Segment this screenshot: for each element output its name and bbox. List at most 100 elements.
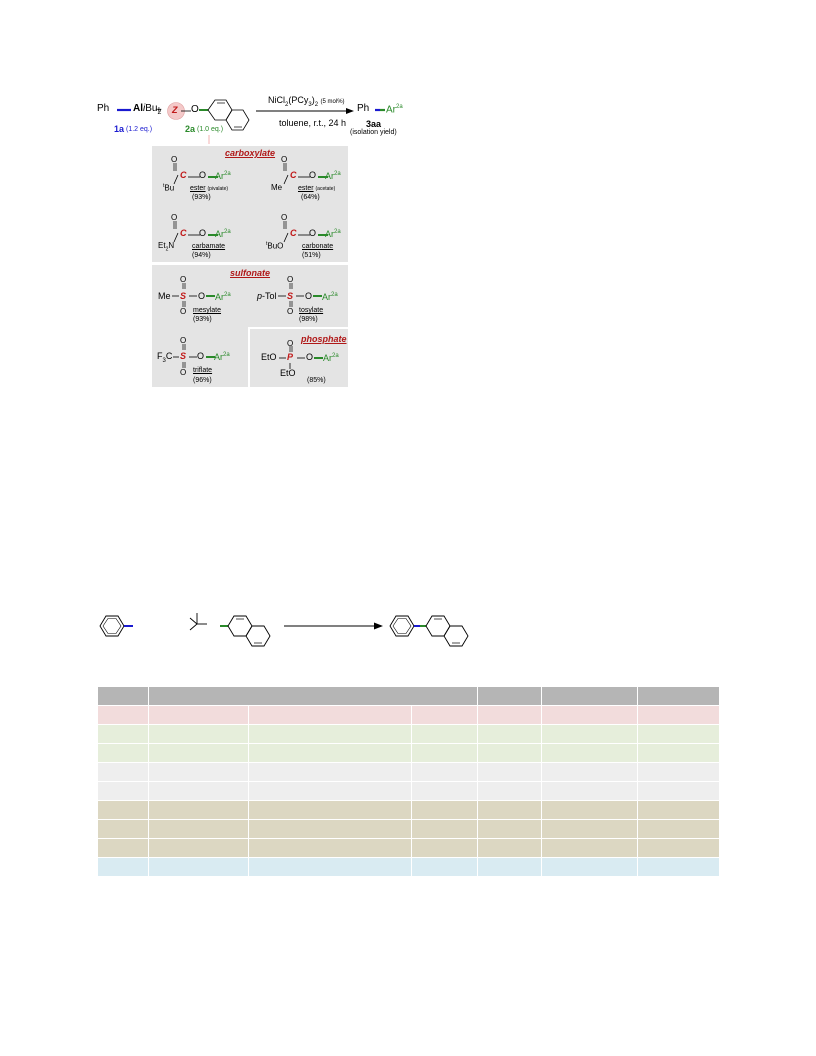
section-phosphate: phosphate <box>301 334 347 344</box>
table-cell <box>410 838 479 858</box>
table-cell <box>477 724 543 744</box>
entry-yield: (93%) <box>192 194 211 201</box>
table-row <box>97 743 721 763</box>
substituent: EtO <box>261 352 277 362</box>
bonds <box>173 356 215 358</box>
ar-group: Ar2a <box>215 171 231 181</box>
bonds <box>283 174 328 185</box>
ether-oxygen: O <box>309 228 317 238</box>
table-cell <box>541 857 639 877</box>
section-sulfonate: sulfonate <box>230 268 271 278</box>
top-oxygen: O <box>287 339 294 348</box>
table-cell <box>97 819 149 839</box>
entry-name: ester (pivalate) <box>190 185 229 192</box>
carboxylate-panel <box>152 146 348 262</box>
table-cell <box>148 838 249 858</box>
table-cell <box>541 819 639 839</box>
table-row <box>97 838 721 858</box>
double-bond <box>289 301 293 307</box>
top-oxygen: O <box>180 275 187 284</box>
reaction-arrow-icon-2 <box>284 622 383 630</box>
carbon-atom: C <box>290 170 297 180</box>
product-ar: Ar2a <box>386 104 403 116</box>
table-row <box>97 781 721 801</box>
table-cell <box>541 705 639 725</box>
entry-yield: (85%) <box>307 377 326 384</box>
substituent: Me <box>271 183 283 192</box>
entry-name: tosylate <box>299 307 324 314</box>
table-cell <box>97 743 149 763</box>
table-cell <box>148 724 249 744</box>
sulfur-atom: S <box>180 291 187 301</box>
table-cell <box>477 743 543 763</box>
double-bond <box>173 163 177 171</box>
table-cell <box>97 724 149 744</box>
entry-name: mesylate <box>193 307 222 314</box>
table-row <box>97 800 721 820</box>
substituent: F3C <box>157 351 173 364</box>
carbonyl-oxygen: O <box>281 213 288 222</box>
connector-line <box>208 135 210 144</box>
entry-yield: (96%) <box>193 377 212 384</box>
bottom-oxygen: O <box>287 307 294 316</box>
table-cell <box>97 857 149 877</box>
ar-group: Ar2a <box>325 171 341 181</box>
double-bond <box>283 163 287 171</box>
bottom-oxygen: O <box>180 307 187 316</box>
table-cell <box>97 838 149 858</box>
table-row <box>97 724 721 744</box>
table-cell <box>637 838 721 858</box>
substituent: Et2N <box>158 241 175 253</box>
table-cell <box>248 838 412 858</box>
table-cell <box>148 800 249 820</box>
table-cell <box>148 743 249 763</box>
table-cell <box>541 838 639 858</box>
table-cell <box>248 724 412 744</box>
substituent: tBuO <box>266 241 284 251</box>
table-cell <box>541 781 639 801</box>
double-bond <box>182 362 186 368</box>
ar-group: Ar2a <box>322 292 338 302</box>
table-cell <box>637 819 721 839</box>
ar-group: Ar2a <box>214 352 230 362</box>
carbon-atom: C <box>180 170 187 180</box>
table-cell <box>477 819 543 839</box>
ether-oxygen: O <box>191 104 199 115</box>
reaction-arrow-icon <box>256 108 354 114</box>
product-note: (isolation yield) <box>350 129 397 136</box>
entry-yield: (64%) <box>301 194 320 201</box>
table-cell <box>148 762 249 782</box>
conditions-line2: toluene, r.t., 24 h <box>279 118 347 128</box>
table-cell <box>97 705 149 725</box>
table-cell <box>147 686 479 706</box>
sulfur-atom: S <box>180 351 187 361</box>
table-row <box>97 819 721 839</box>
table-cell <box>541 686 639 706</box>
double-bond <box>182 283 186 289</box>
substituent: Me <box>158 291 171 301</box>
table-cell <box>477 857 543 877</box>
entry-name: carbonate <box>302 243 334 250</box>
table-cell <box>637 800 721 820</box>
bonds <box>278 295 322 297</box>
table-cell <box>148 857 249 877</box>
carbon-atom: C <box>290 228 297 238</box>
double-bond <box>283 221 287 229</box>
ar-group: Ar2a <box>215 292 231 302</box>
reagent-2a-label: 2a <box>185 124 196 134</box>
double-bond <box>182 301 186 307</box>
top-oxygen: O <box>180 336 187 345</box>
table-cell <box>637 857 721 877</box>
reagent-2a-eq: (1.0 eq.) <box>197 126 224 133</box>
ar-group: Ar2a <box>323 353 339 363</box>
table-cell <box>410 800 479 820</box>
table-row <box>97 705 721 725</box>
double-bond <box>289 283 293 289</box>
table-cell <box>148 819 249 839</box>
z-group: Z <box>172 105 178 115</box>
table-cell <box>97 781 149 801</box>
ar-group: Ar2a <box>325 229 341 239</box>
top-oxygen: O <box>287 275 294 284</box>
table-cell <box>97 762 149 782</box>
table-cell <box>541 743 639 763</box>
